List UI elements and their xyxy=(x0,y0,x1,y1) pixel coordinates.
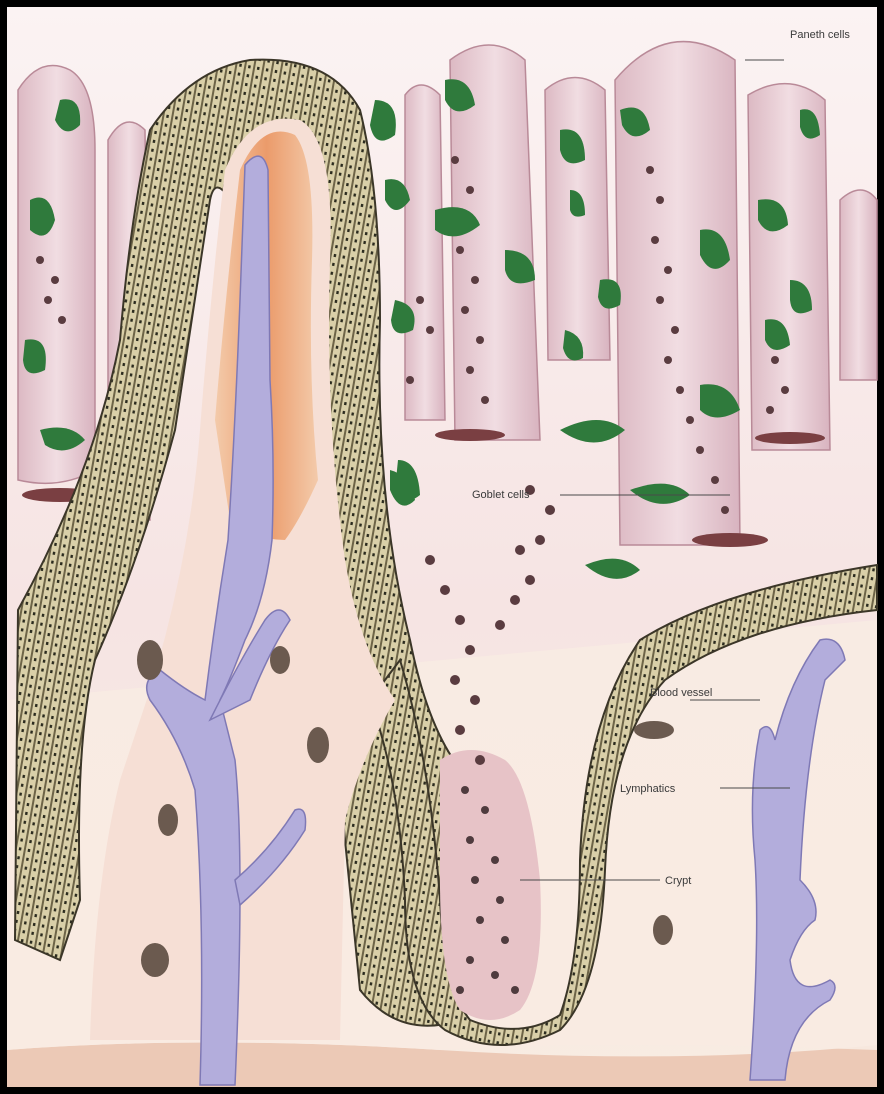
villus xyxy=(840,190,877,380)
label-goblet-cells: Goblet cells xyxy=(472,489,530,501)
villus xyxy=(18,66,95,484)
goblet-cell xyxy=(598,279,621,308)
blood-cell xyxy=(270,646,290,674)
blood-cell xyxy=(307,727,329,763)
blood-cell xyxy=(653,915,673,945)
villus xyxy=(748,84,830,450)
label-lymphatics: Lymphatics xyxy=(620,783,676,795)
crypt-opening xyxy=(435,429,505,441)
villus xyxy=(405,85,445,420)
crypt-opening xyxy=(692,533,768,547)
blood-cell xyxy=(158,804,178,836)
label-blood-vessel: Blood vessel xyxy=(650,687,712,699)
blood-cell xyxy=(634,721,674,739)
villus xyxy=(545,78,610,361)
label-paneth-cells: Paneth cells xyxy=(790,29,850,41)
label-crypt: Crypt xyxy=(665,875,691,887)
blood-cell xyxy=(141,943,169,977)
blood-cell xyxy=(137,640,163,680)
crypt-opening xyxy=(755,432,825,444)
